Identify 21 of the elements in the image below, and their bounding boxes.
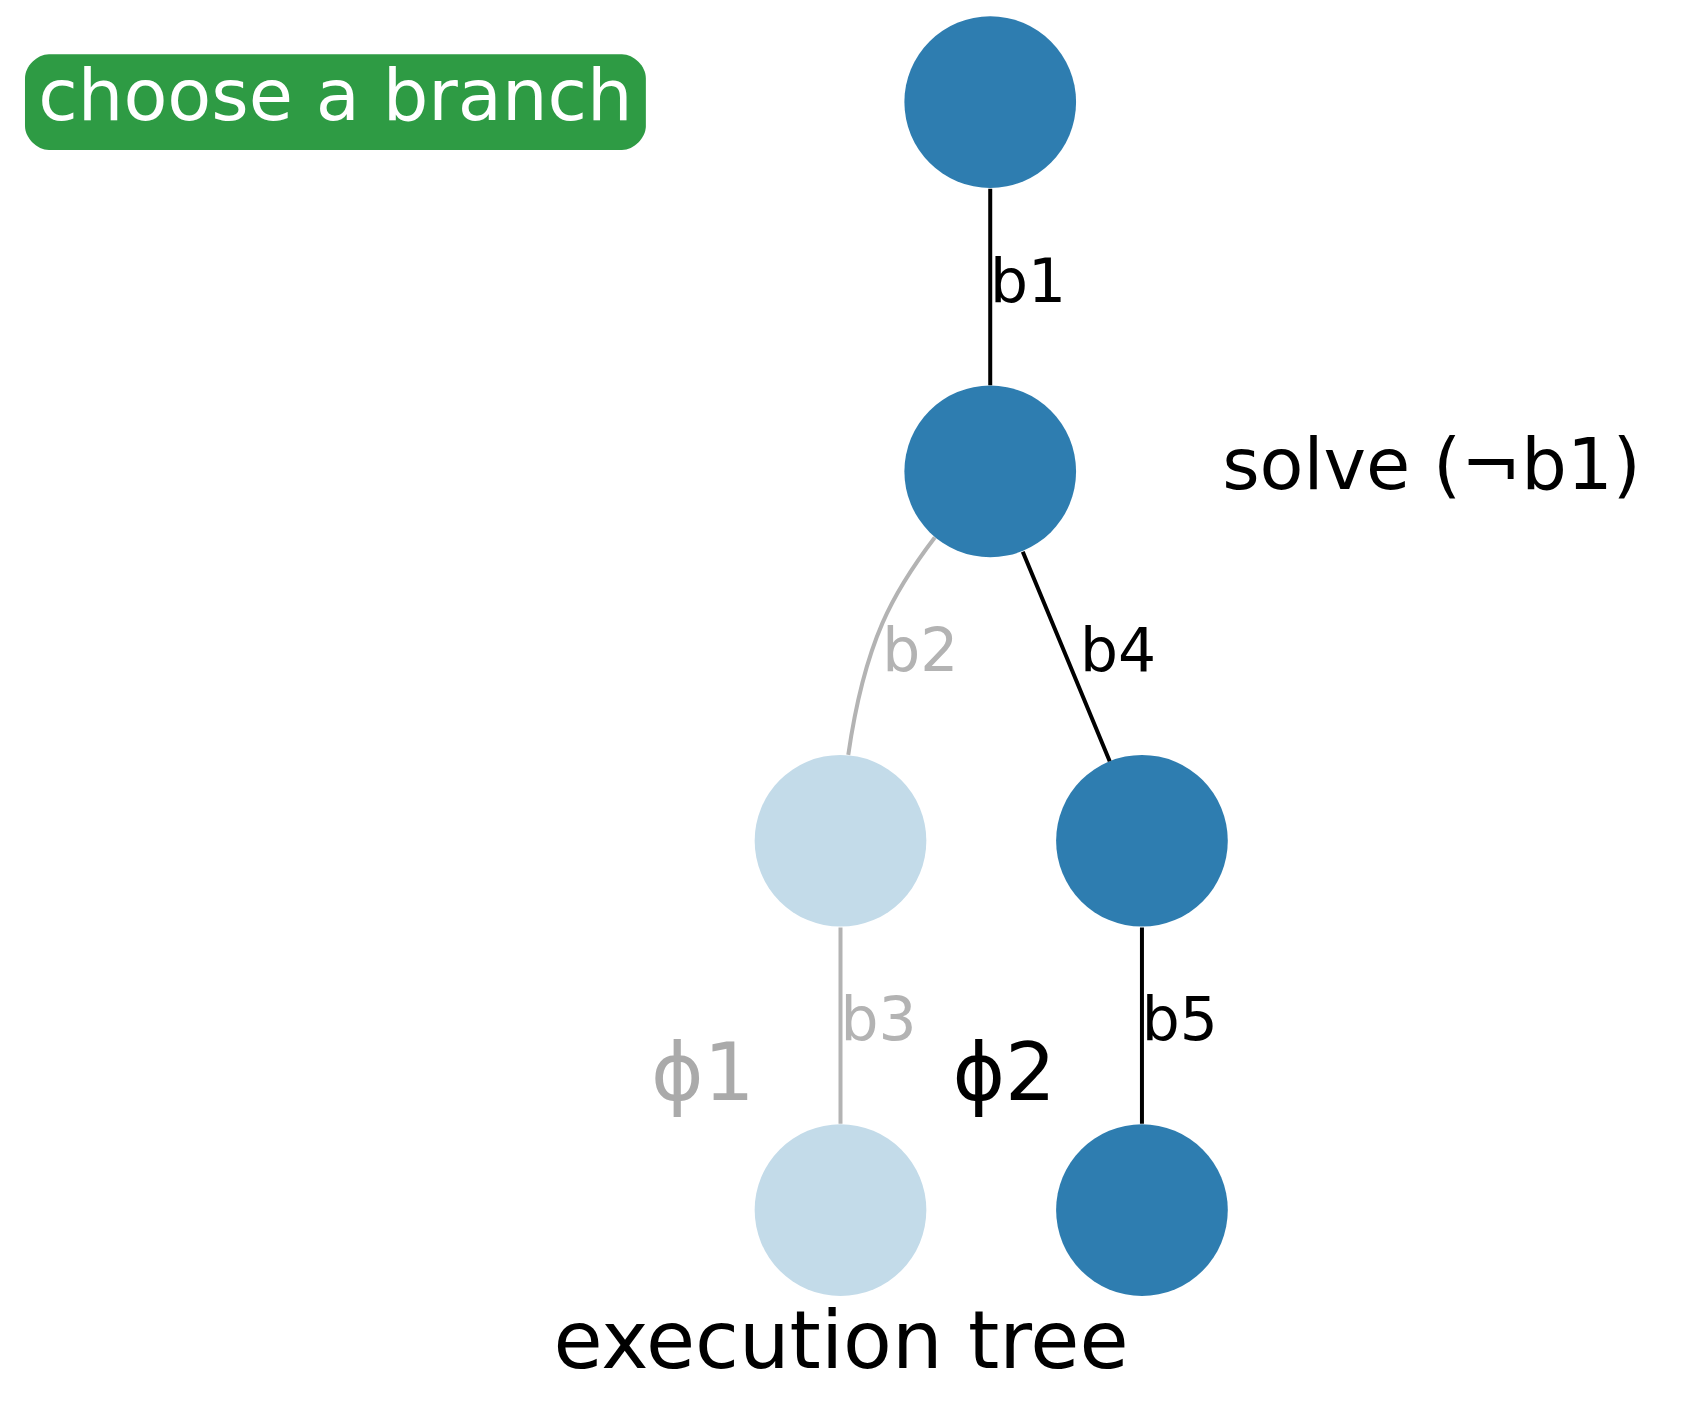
node-circle xyxy=(904,385,1077,558)
label: choose a branch xyxy=(38,52,633,137)
edge-label: b2 xyxy=(882,615,959,686)
edge-label: b5 xyxy=(1141,984,1218,1055)
connector xyxy=(1139,927,1144,1124)
edge-label: b4 xyxy=(1079,615,1157,686)
edge-label: b1 xyxy=(990,245,1067,316)
node-label: ϕ1 xyxy=(651,1026,755,1120)
connector xyxy=(846,536,937,756)
edge-label: b3 xyxy=(840,984,917,1055)
connector xyxy=(838,927,843,1124)
label: solve (¬b1) xyxy=(1222,422,1641,506)
connector xyxy=(1020,551,1112,762)
node-circle xyxy=(1056,1124,1228,1296)
node-circle xyxy=(754,1124,927,1296)
node-circle xyxy=(904,16,1077,188)
caption: execution tree xyxy=(553,1293,1129,1387)
node-circle xyxy=(1056,754,1228,927)
node-label: ϕ2 xyxy=(952,1026,1056,1120)
connector xyxy=(988,188,993,386)
node-circle xyxy=(754,754,927,927)
